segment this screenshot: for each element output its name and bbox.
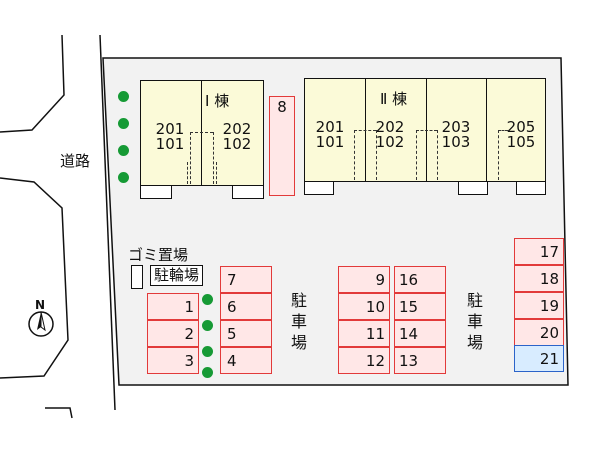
parking-stall-14: 14 — [394, 320, 446, 347]
parking-label-char: 場 — [290, 333, 307, 352]
parking-stall-17: 17 — [514, 238, 564, 265]
tree — [202, 367, 213, 378]
building-1-divider — [201, 80, 202, 186]
unit-202-label: 202 — [375, 118, 405, 136]
entrance-step — [232, 185, 264, 199]
tree — [118, 172, 129, 183]
parking-stall-2: 2 — [147, 320, 199, 347]
parking-stall-4: 4 — [220, 347, 272, 374]
road-edge-bottom — [45, 407, 73, 419]
road-edge-upper-left — [0, 34, 65, 133]
parking-stall-19: 19 — [514, 292, 564, 319]
garbage-bin — [131, 265, 143, 289]
parking-stall-12: 12 — [338, 347, 390, 374]
stall-number: 8 — [277, 98, 287, 116]
north-arrow: N — [26, 298, 56, 342]
parking-label-char: 車 — [290, 312, 307, 331]
building-2-divider — [486, 78, 487, 182]
tree — [202, 294, 213, 305]
unit-201-label: 201 — [315, 118, 345, 136]
unit-201-label: 201 — [155, 120, 185, 138]
entrance-step — [304, 181, 334, 195]
road-label: 道路 — [60, 152, 91, 170]
parking-label-char: 駐 — [290, 291, 307, 310]
unit-102-label: 102 — [375, 133, 405, 151]
unit-101-label: 101 — [315, 133, 345, 151]
entrance-step — [140, 185, 172, 199]
building-2-name: Ⅱ 棟 — [380, 90, 408, 108]
tree — [202, 346, 213, 357]
bicycle-parking-label: 駐輪場 — [150, 265, 204, 286]
unit-103-label: 103 — [441, 133, 471, 151]
entrance-step — [458, 181, 488, 195]
parking-stall-1: 1 — [147, 293, 199, 320]
parking-stall-15: 15 — [394, 293, 446, 320]
parking-stall-6: 6 — [220, 293, 272, 320]
compass-icon — [28, 311, 54, 337]
building-1 — [140, 80, 264, 186]
north-label: N — [35, 298, 46, 312]
parking-stall-9: 9 — [338, 266, 390, 293]
parking-stall-13: 13 — [394, 347, 446, 374]
parking-stall-18: 18 — [514, 265, 564, 292]
road-edge-lower-left — [0, 177, 69, 379]
parking-stall-11: 11 — [338, 320, 390, 347]
unit-102-label: 102 — [222, 135, 252, 153]
unit-101-label: 101 — [155, 135, 185, 153]
unit-105-label: 105 — [506, 133, 536, 151]
parking-stall-20: 20 — [514, 319, 564, 346]
parking-stall-10: 10 — [338, 293, 390, 320]
parking-label-char: 車 — [466, 312, 483, 331]
parking-stall-8: 8 — [269, 96, 295, 196]
road-edge-right — [99, 34, 116, 411]
tree — [202, 320, 213, 331]
unit-202-label: 202 — [222, 120, 252, 138]
entrance-step — [516, 181, 546, 195]
unit-203-label: 203 — [441, 118, 471, 136]
parking-label-char: 駐 — [466, 291, 483, 310]
building-1-name: Ⅰ 棟 — [205, 92, 230, 110]
parking-label-char: 場 — [466, 333, 483, 352]
unit-205-label: 205 — [506, 118, 536, 136]
tree — [118, 145, 129, 156]
parking-stall-16: 16 — [394, 266, 446, 293]
parking-stall-21: 21 — [514, 345, 564, 372]
tree — [118, 118, 129, 129]
tree — [118, 91, 129, 102]
parking-stall-3: 3 — [147, 347, 199, 374]
parking-stall-7: 7 — [220, 266, 272, 293]
parking-stall-5: 5 — [220, 320, 272, 347]
garbage-area-label: ゴミ置場 — [128, 246, 189, 264]
